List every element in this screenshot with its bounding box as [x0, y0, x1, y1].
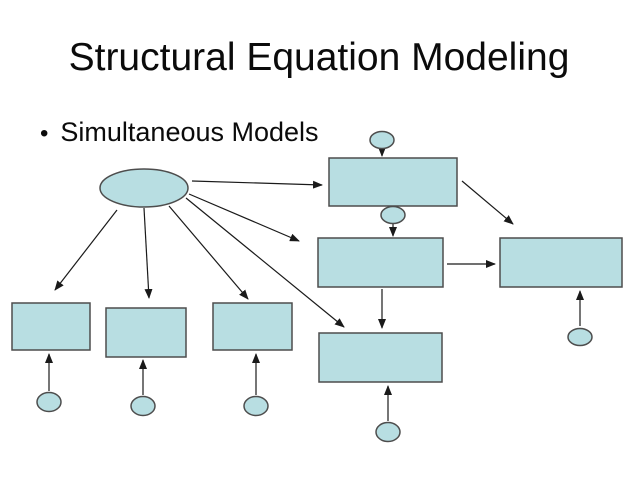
error-oval-4: [375, 421, 401, 443]
box-left-2: [105, 307, 187, 358]
bullet-marker: •: [40, 120, 49, 147]
arrow-oval-to-box-left-1: [54, 209, 118, 291]
arrow-oval-to-box-left-2: [143, 207, 153, 299]
arrow-oval-to-box-left-3: [168, 205, 249, 300]
error-oval-3: [243, 395, 269, 417]
box-left-1: [11, 302, 91, 351]
arrow-box-top-to-box-right: [461, 180, 514, 225]
box-right: [499, 237, 623, 288]
error-oval-1: [36, 391, 62, 413]
box-mid: [317, 237, 444, 288]
bullet-text: Simultaneous Models: [60, 117, 319, 147]
arrow-oval-to-box-bottom-mid: [185, 197, 345, 328]
arrow-oval-to-box-top: [191, 180, 323, 189]
error-oval-5: [567, 327, 593, 347]
box-top: [328, 157, 458, 207]
error-oval-mid: [380, 205, 406, 225]
bullet-item: • Simultaneous Models: [40, 117, 319, 148]
box-bottom-mid: [318, 332, 443, 383]
slide-title: Structural Equation Modeling: [68, 36, 570, 79]
error-oval-top: [369, 130, 395, 150]
box-left-3: [212, 302, 293, 351]
latent-oval: [99, 168, 189, 208]
arrow-oval-to-box-mid: [188, 193, 300, 242]
error-oval-2: [130, 395, 156, 417]
